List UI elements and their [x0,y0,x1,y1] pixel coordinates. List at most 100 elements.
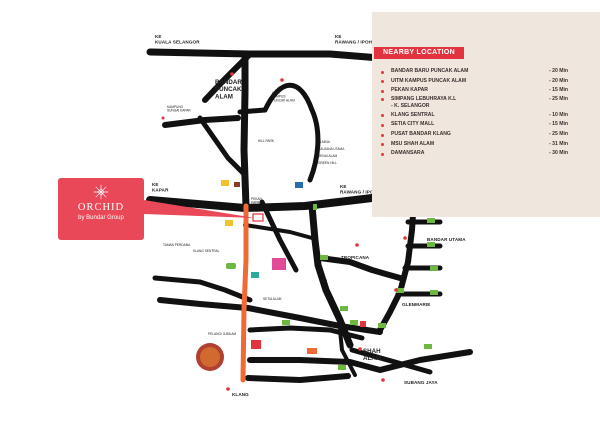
road-msu [338,328,357,377]
bullet-dot-icon [381,123,384,127]
landmark-icon [251,340,261,349]
interchange-marker [350,320,358,325]
mall-icon [272,258,286,270]
interchange-marker [313,204,317,210]
nearby-item-name: SETIA CITY MALL [391,121,435,128]
nearby-item-time: - 31 Min [549,140,568,147]
road-meru [259,199,299,273]
road-nkve [152,275,253,303]
bullet-dot-icon [381,133,384,137]
bullet-dot-icon [381,70,384,74]
place-dots [135,72,407,391]
label-subang-jaya: SUBANG JAYA [404,380,438,385]
road-federal [317,255,403,281]
road-hill-park [197,115,247,177]
place-dot [381,378,385,382]
label-tropicana: TROPICANA [341,255,370,260]
nearby-item: DAMANSARA- 30 Min [378,149,568,159]
nearby-item-time: - 25 Min [549,95,568,102]
road-uitm-loop [262,82,321,183]
nearby-item-time: - 15 Min [549,87,568,94]
nearby-item-name: UITM KAMPUS PUNCAK ALAM [391,77,467,84]
label-klang: KLANG [232,392,249,397]
nearby-item: SETIA CITY MALL- 15 Min [378,120,568,130]
place-dot [355,243,359,247]
nearby-title: NEARBY LOCATION [374,47,464,59]
road-orchid-highway [240,203,249,383]
bullet-dot-icon [381,98,384,102]
bullet-dot-icon [381,114,384,118]
interchange-marker [424,344,432,349]
interchange-marker [427,242,435,247]
landmark-icon [251,272,259,278]
nearby-item: PUSAT BANDAR KLANG - 25 Min [378,130,568,140]
nearby-item-name: MSU SHAH ALAM [391,140,435,147]
road-setia-alam [157,297,383,335]
road-klang-south [245,373,351,383]
nearby-item-name: KLANG SENTRAL [391,111,435,118]
orchid-pointer [144,200,255,218]
orchid-site-marker [252,213,264,222]
landmark-icon [234,182,240,187]
nearby-item-time: - 20 Min [549,77,568,84]
bullet-dot-icon [381,80,384,84]
bullet-dot-icon [381,89,384,93]
label-taman-perdana: TAMAN PERDANA [163,243,191,247]
landmark-icon [307,348,317,354]
place-dot [358,347,362,351]
road-north-south-main [240,54,250,210]
road-damansara-east [395,219,443,297]
interchange-marker [430,266,438,271]
nearby-item-name: DAMANSARA [391,150,425,157]
nearby-item-time: - 25 Min [549,130,568,137]
park-icon-inner [200,347,220,367]
label-klang-sentral: KLANG SENTRAL [193,249,220,253]
label-bandar-utama: BANDAR UTAMA [427,237,466,242]
label-elmina: ELMINA [318,140,331,144]
road-guthrie [247,325,365,341]
interchange-marker [340,306,348,311]
bullet-dot-icon [381,152,384,156]
interchange-marker [226,263,236,269]
label-msu: MSU [320,279,328,283]
nearby-item-name: BANDAR BARU PUNCAK ALAM [391,68,469,74]
road-subang [349,347,433,375]
interchange-marker [320,255,328,260]
nearby-item: BANDAR BARU PUNCAK ALAM - 20 Min [378,67,568,77]
nearby-item-name: PUSAT BANDAR KLANG [391,130,451,137]
interchange-marker [430,290,438,295]
bullet-dot-icon [381,143,384,147]
road-kuala-selangor-rawang [146,48,384,62]
label-glenmarie: GLENMARIE [402,302,430,307]
place-dot [161,116,165,120]
nearby-item: UITM KAMPUS PUNCAK ALAM - 20 Min [378,77,568,87]
label-denai: DENAI ALAM [318,154,337,158]
road-setia-link [243,223,314,240]
place-dot [403,236,407,240]
label-pelangi: PELANGI JUBILAM [208,332,237,336]
nearby-item-time: - 20 Min [549,68,568,74]
place-dot [230,72,234,76]
label-green-hill: GREEN HILL [318,161,337,165]
nearby-item: SIMPANG LEBUHRAYA K.L - K. SELANGOR- 25 … [378,96,568,111]
road-shah-alam-south [247,349,473,373]
place-dot [394,288,398,292]
road-kapar-diagonal [162,115,241,128]
nearby-item-time: - 10 Min [549,111,568,118]
nearby-item: KLANG SENTRAL - 10 Min [378,111,568,121]
label-setia-alam: SETIA ALAM [263,297,282,301]
place-dot [226,387,230,391]
nearby-item-name: PEKAN KAPAR [391,87,428,94]
landmark-icon [221,180,229,186]
road-puncak-alam-north [202,51,253,103]
